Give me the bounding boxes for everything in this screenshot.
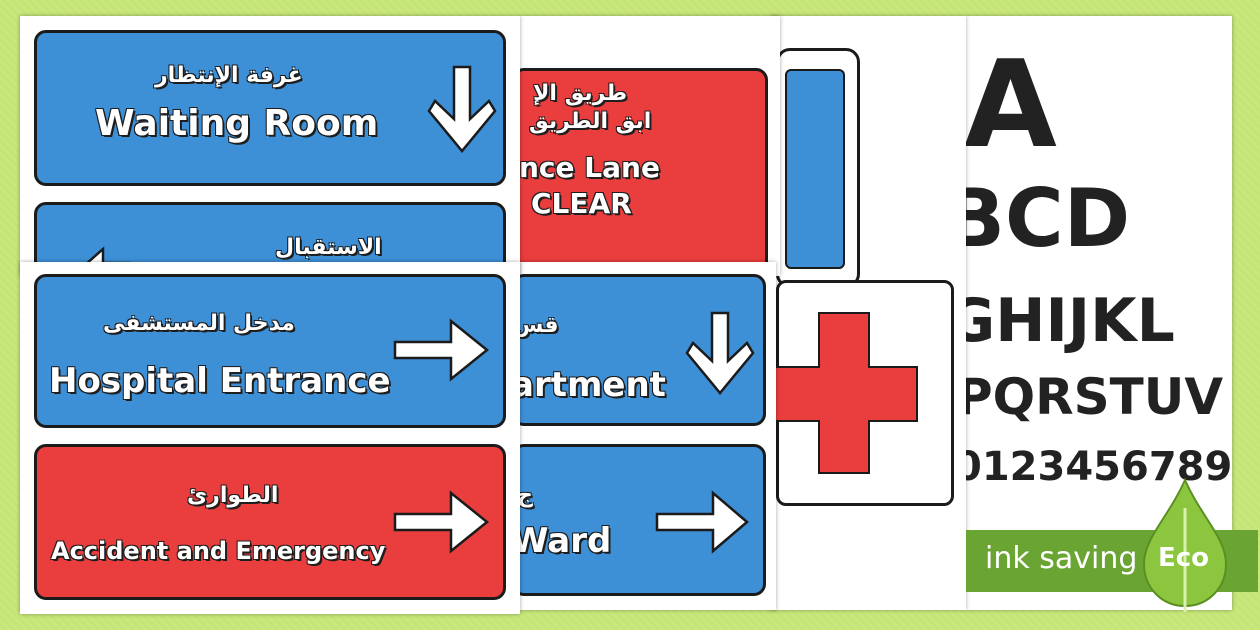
middle-page-front: قس artment ج Ward bbox=[511, 262, 776, 610]
arrow-right-icon bbox=[655, 490, 749, 554]
department-ar-label: قس bbox=[513, 313, 559, 338]
department-sign: قس artment bbox=[511, 274, 766, 426]
ink-saving-label: ink saving bbox=[985, 541, 1138, 576]
waiting-room-sign: غرفة الإنتظار Waiting Room bbox=[34, 30, 506, 186]
first-aid-page bbox=[770, 16, 966, 610]
ward-en-label: Ward bbox=[511, 521, 612, 561]
partial-blue-sign bbox=[776, 48, 860, 288]
hospital-entrance-en-label: Hospital Entrance bbox=[49, 361, 391, 401]
red-cross-icon bbox=[770, 312, 918, 474]
first-aid-sign bbox=[770, 280, 954, 506]
ward-ar-label: ج bbox=[517, 483, 533, 508]
waiting-room-ar-label: غرفة الإنتظار bbox=[155, 63, 303, 88]
arrow-right-icon bbox=[393, 318, 489, 382]
font-sample-line-3: GHIJKL bbox=[946, 286, 1175, 356]
ward-sign: ج Ward bbox=[511, 444, 766, 596]
ambulance-lane-sign: طريق الإ ابق الطريق nce Lane CLEAR bbox=[512, 68, 768, 288]
emergency-en-label: Accident and Emergency bbox=[51, 537, 386, 565]
ambulance-lane-ar-line-2: ابق الطريق bbox=[529, 109, 652, 134]
font-sample-line-4: PQRSTUV bbox=[956, 368, 1224, 426]
eco-drop-icon bbox=[1142, 477, 1228, 612]
arrow-down-icon bbox=[685, 311, 755, 395]
ambulance-lane-ar-line-1: طريق الإ bbox=[533, 81, 628, 106]
font-sample-line-2: BCD bbox=[944, 172, 1131, 265]
emergency-sign: الطوارئ Accident and Emergency bbox=[34, 444, 506, 600]
left-page-back: غرفة الإنتظار Waiting Room الاستقبال bbox=[20, 16, 520, 302]
arrow-right-icon bbox=[393, 490, 489, 554]
department-en-label: artment bbox=[511, 365, 666, 405]
middle-page-back: طريق الإ ابق الطريق nce Lane CLEAR bbox=[512, 16, 780, 288]
hospital-entrance-sign: مدخل المستشفى Hospital Entrance bbox=[34, 274, 506, 428]
font-sample-line-1: A bbox=[964, 36, 1057, 175]
hospital-entrance-ar-label: مدخل المستشفى bbox=[103, 311, 295, 336]
ambulance-lane-en-line-2: CLEAR bbox=[531, 187, 632, 220]
ambulance-lane-en-line-1: nce Lane bbox=[519, 151, 660, 184]
reception-ar-label: الاستقبال bbox=[275, 235, 382, 260]
left-page-front: مدخل المستشفى Hospital Entrance الطوارئ … bbox=[20, 262, 520, 614]
arrow-down-icon bbox=[427, 65, 497, 153]
emergency-ar-label: الطوارئ bbox=[187, 483, 279, 508]
eco-badge-label: Eco bbox=[1158, 543, 1210, 573]
waiting-room-en-label: Waiting Room bbox=[95, 103, 379, 144]
